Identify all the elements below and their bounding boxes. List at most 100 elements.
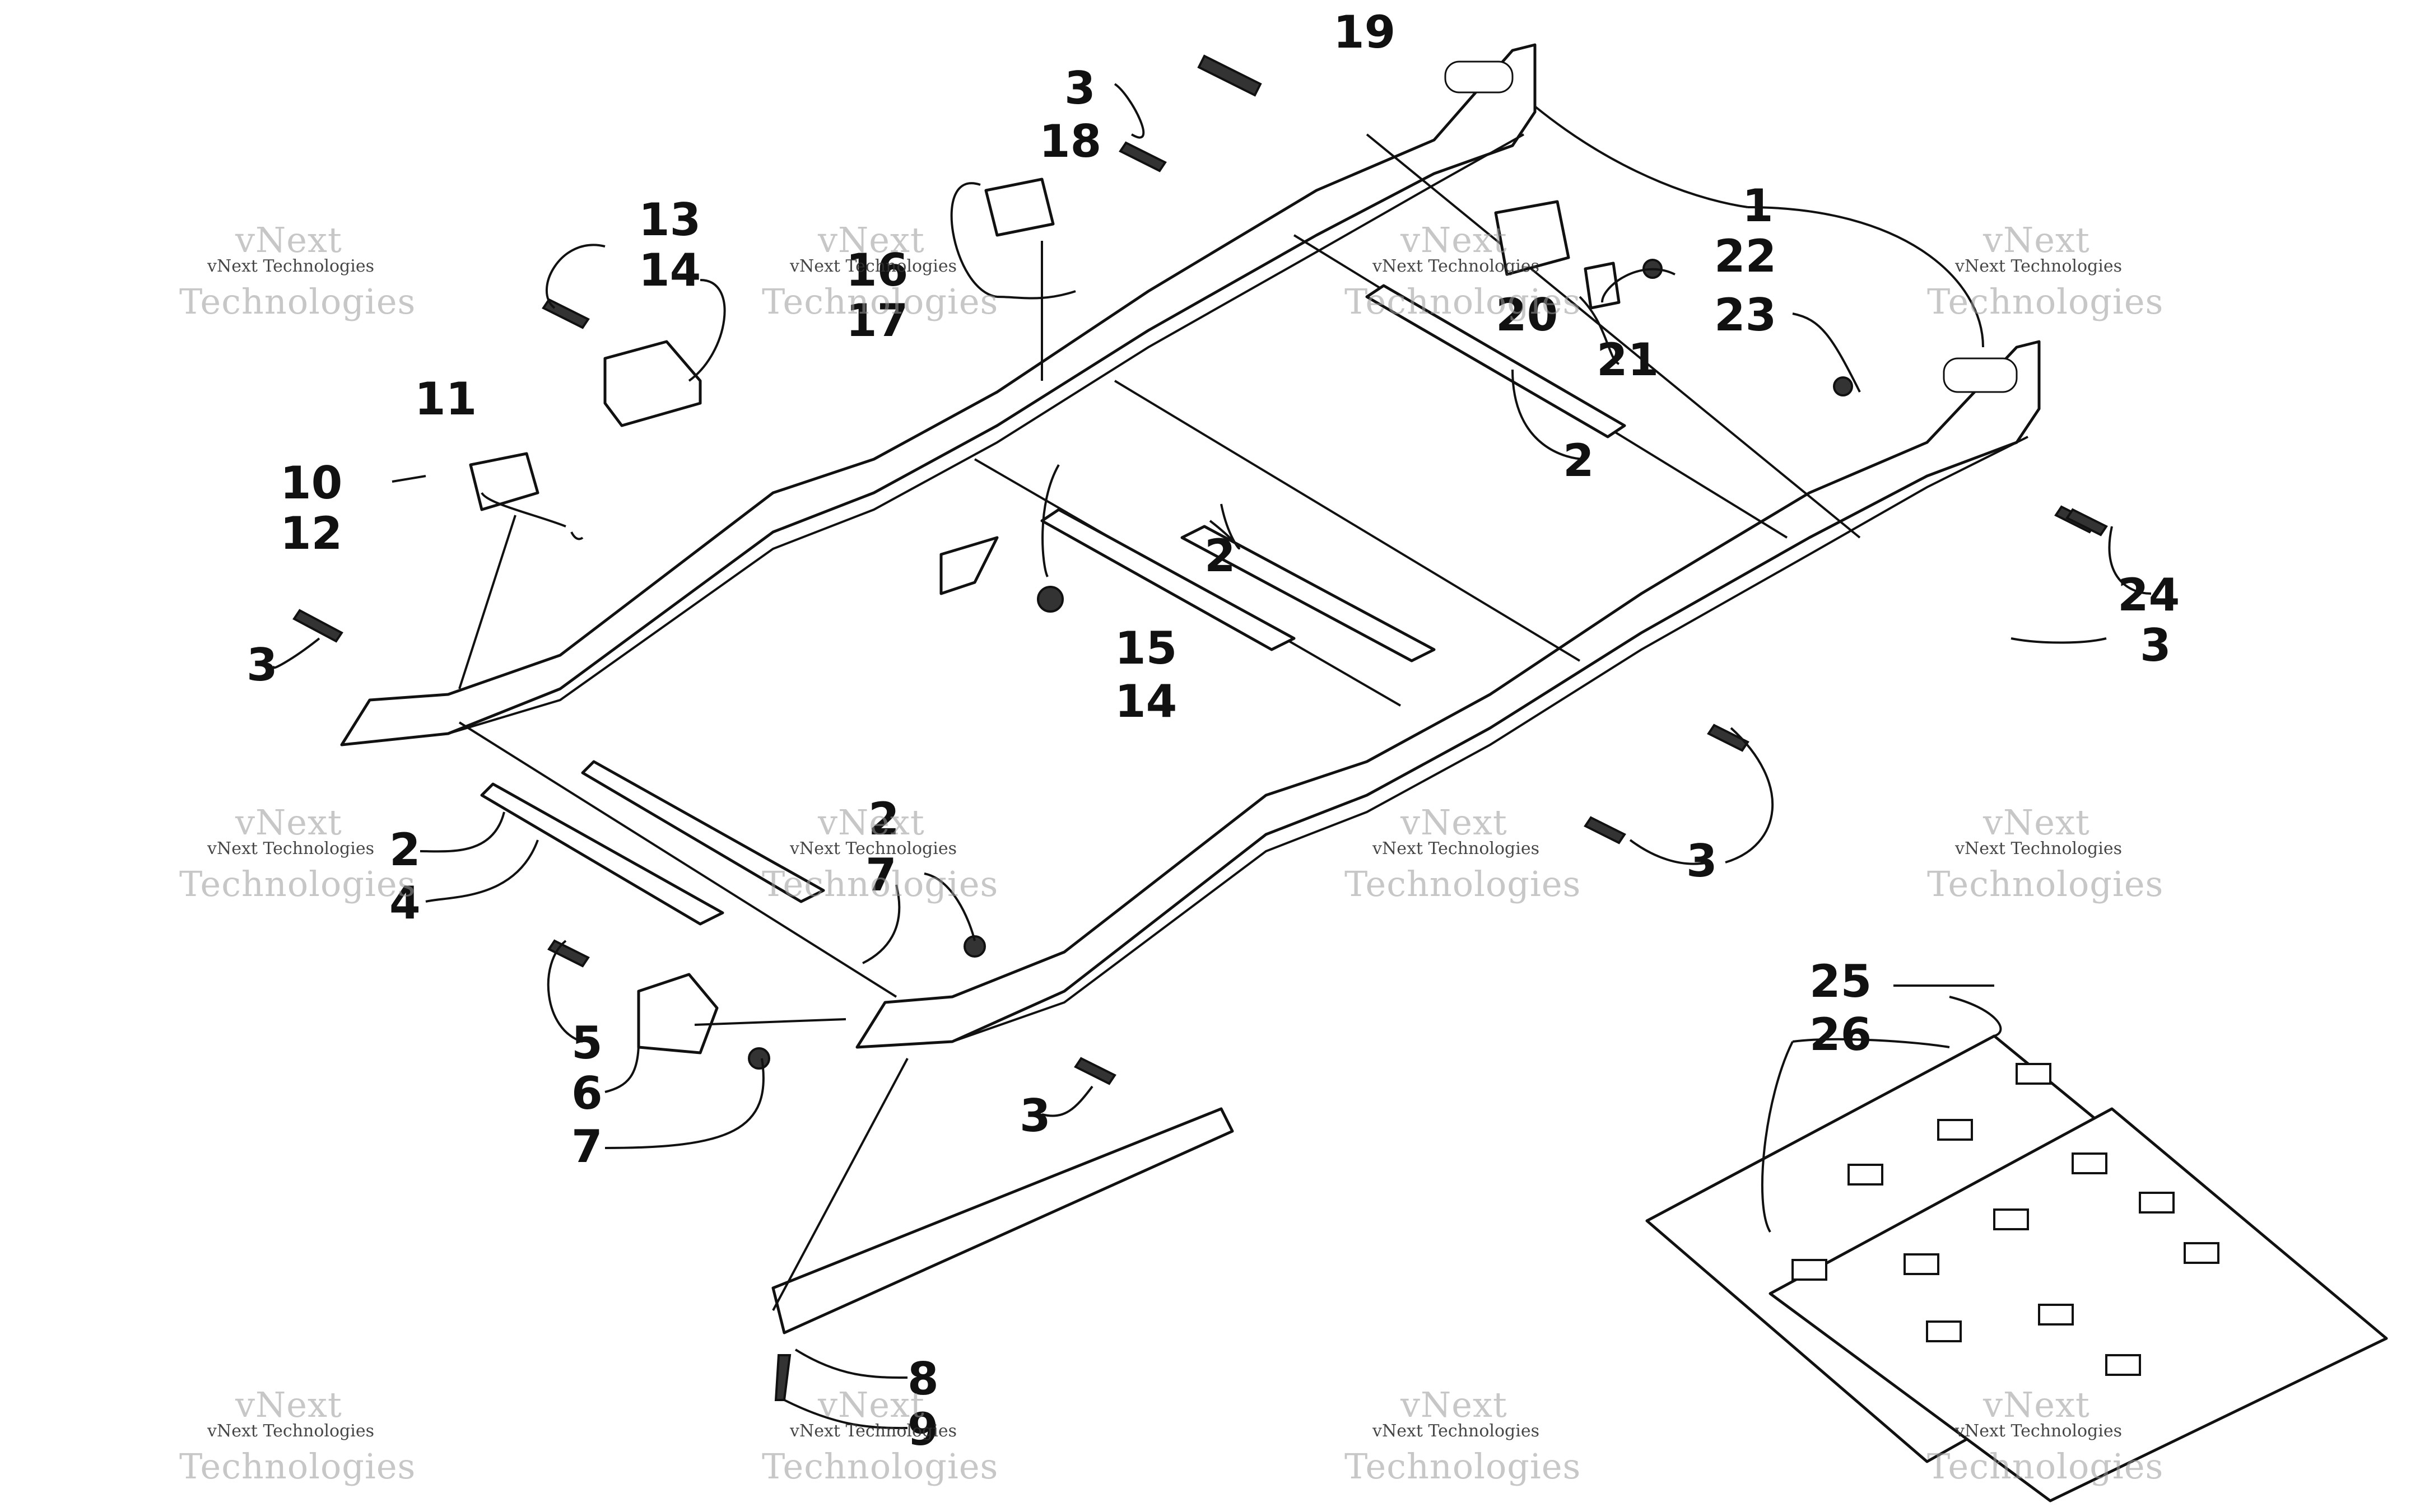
watermark: vNext Technologies vNext Technologies [1344, 802, 1581, 904]
brackets [469, 178, 1621, 1334]
callout-25: 25 [1809, 955, 1872, 1007]
callout-3: 3 [246, 639, 278, 691]
right-rail [855, 340, 2041, 1049]
svg-text:vNext: vNext [1400, 1384, 1507, 1425]
callout-2: 2 [389, 824, 421, 876]
svg-text:vNext Technologies: vNext Technologies [1954, 1421, 2122, 1441]
svg-text:vNext Technologies: vNext Technologies [1372, 839, 1539, 858]
svg-text:Technologies: Technologies [1927, 1446, 2163, 1487]
left-rail [340, 43, 1537, 746]
nuts [748, 259, 1853, 1070]
callout-3: 3 [1686, 835, 1718, 887]
rail-slot [1444, 60, 1514, 94]
svg-text:vNext Technologies: vNext Technologies [207, 1421, 374, 1441]
callout-11: 11 [415, 373, 477, 425]
callout-23: 23 [1714, 289, 1776, 341]
svg-text:Technologies: Technologies [179, 281, 416, 322]
svg-text:vNext: vNext [1400, 802, 1507, 843]
svg-text:Technologies: Technologies [1344, 1446, 1581, 1487]
callout-20: 20 [1496, 289, 1558, 341]
slide-8 [771, 1107, 1234, 1334]
svg-text:Technologies: Technologies [1344, 281, 1581, 322]
callout-3: 3 [1020, 1090, 1051, 1142]
svg-text:vNext Technologies: vNext Technologies [789, 256, 957, 276]
callout-19: 19 [1333, 6, 1395, 58]
watermark: vNext Technologies vNext Technologies [762, 1384, 998, 1487]
svg-text:vNext Technologies: vNext Technologies [207, 839, 374, 858]
stop-block-20 [1494, 200, 1570, 276]
track-assembly [1645, 1034, 2388, 1502]
callout-2: 2 [1563, 435, 1594, 487]
watermark: vNext Technologies vNext Technologies [762, 220, 998, 322]
watermark: vNext Technologies vNext Technologies [1927, 1384, 2163, 1487]
callout-13: 13 [639, 194, 701, 246]
svg-text:vNext Technologies: vNext Technologies [789, 1421, 957, 1441]
svg-text:vNext: vNext [235, 220, 342, 260]
callout-14: 14 [639, 244, 701, 296]
callout-3: 3 [1064, 62, 1096, 114]
callout-12: 12 [280, 507, 342, 559]
cross-shafts [480, 284, 1626, 926]
svg-text:Technologies: Technologies [762, 864, 998, 904]
svg-text:vNext Technologies: vNext Technologies [789, 839, 957, 858]
svg-text:Technologies: Technologies [762, 281, 998, 322]
svg-text:vNext: vNext [1400, 220, 1507, 260]
svg-text:vNext Technologies: vNext Technologies [1372, 256, 1539, 276]
callout-8: 8 [908, 1353, 939, 1405]
leader-lines [272, 83, 2152, 1429]
watermark: vNext Technologies vNext Technologies [179, 220, 416, 322]
callout-15: 15 [1115, 622, 1177, 674]
callout-labels: 1 2 2 2 2 3 3 3 3 3 3 4 5 6 7 7 8 9 10 1… [246, 6, 2180, 1455]
svg-text:Technologies: Technologies [762, 1446, 998, 1487]
shaft [1040, 508, 1296, 651]
bracket-14 [939, 536, 999, 595]
watermark: vNext Technologies vNext Technologies [1344, 220, 1581, 322]
spacer-21 [1584, 262, 1621, 310]
callout-2: 2 [1204, 530, 1236, 582]
callout-3: 3 [2140, 619, 2171, 671]
svg-text:vNext Technologies: vNext Technologies [207, 256, 374, 276]
callout-16: 16 [846, 244, 908, 296]
callout-26: 26 [1809, 1009, 1872, 1061]
svg-text:Technologies: Technologies [1927, 281, 2163, 322]
callout-18: 18 [1039, 115, 1101, 167]
callout-21: 21 [1597, 334, 1659, 386]
svg-text:Technologies: Technologies [179, 1446, 416, 1487]
callout-6: 6 [571, 1067, 603, 1119]
callout-4: 4 [389, 877, 421, 929]
callout-24: 24 [2118, 569, 2180, 621]
svg-text:vNext: vNext [817, 220, 925, 260]
callout-10: 10 [280, 457, 342, 509]
watermarks: vNext Technologies vNext Technologies vN… [179, 220, 2163, 1487]
callout-5: 5 [571, 1017, 603, 1069]
callout-7: 7 [571, 1121, 603, 1173]
stop-6 [637, 973, 719, 1054]
callout-1: 1 [1742, 180, 1774, 232]
callout-2: 2 [868, 793, 900, 845]
svg-text:vNext Technologies: vNext Technologies [1954, 839, 2122, 858]
shaft [480, 782, 724, 926]
watermark: vNext Technologies vNext Technologies [762, 802, 998, 904]
svg-text:Technologies: Technologies [1344, 864, 1581, 904]
callout-9: 9 [908, 1403, 939, 1455]
bracket-13-14 [603, 340, 702, 427]
shaft [1180, 525, 1436, 662]
shaft [581, 760, 825, 903]
shaft [1365, 284, 1626, 438]
svg-text:vNext Technologies: vNext Technologies [1954, 256, 2122, 276]
bumper-11 [469, 452, 539, 511]
callout-7: 7 [865, 849, 897, 901]
svg-text:Technologies: Technologies [1927, 864, 2163, 904]
rail-slot [1943, 357, 2018, 393]
bumper-18 [984, 178, 1055, 237]
callout-22: 22 [1714, 230, 1776, 282]
watermark: vNext Technologies vNext Technologies [179, 802, 415, 904]
watermark: vNext Technologies vNext Technologies [1344, 1384, 1581, 1487]
watermark: vNext Technologies vNext Technologies [179, 1384, 416, 1487]
callout-14: 14 [1115, 675, 1177, 727]
svg-text:vNext: vNext [235, 802, 342, 843]
svg-text:vNext: vNext [235, 1384, 342, 1425]
svg-text:vNext: vNext [1982, 802, 2090, 843]
callout-17: 17 [846, 295, 908, 347]
